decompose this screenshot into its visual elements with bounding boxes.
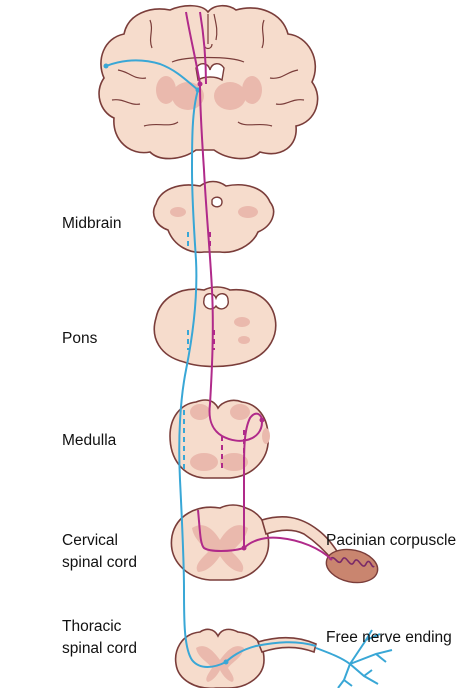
label-thoracic-line2: spinal cord <box>62 640 137 657</box>
free-nerve-ending <box>315 629 393 688</box>
thoracic-spinal-cord-section <box>174 628 317 688</box>
pons-section <box>153 286 277 368</box>
label-pacinian-corpuscle: Pacinian corpuscle <box>326 532 456 549</box>
label-cervical-line1: Cervical <box>62 532 118 549</box>
label-cervical-line2: spinal cord <box>62 554 137 571</box>
blue-pathway <box>103 59 317 668</box>
label-free-nerve-ending: Free nerve ending <box>326 629 452 646</box>
magenta-pathway <box>185 11 333 561</box>
label-medulla: Medulla <box>62 432 117 449</box>
label-pons: Pons <box>62 330 98 347</box>
midbrain-section <box>152 180 275 254</box>
pacinian-corpuscle <box>325 548 379 584</box>
label-thoracic-line1: Thoracic <box>62 618 122 635</box>
brain-coronal-section <box>98 4 319 160</box>
cervical-spinal-cord-section <box>170 504 342 581</box>
label-midbrain: Midbrain <box>62 215 121 232</box>
